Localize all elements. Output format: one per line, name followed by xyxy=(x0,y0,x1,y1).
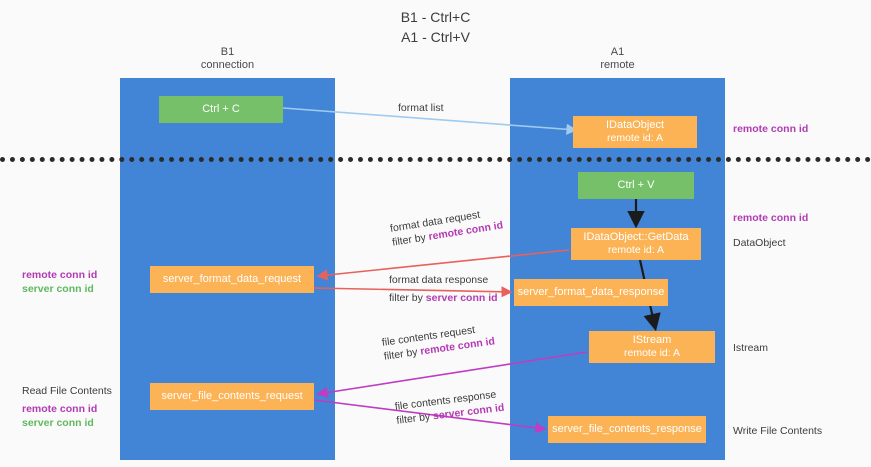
annotation-left-remote-conn-id-2: remote conn id xyxy=(22,403,98,415)
edge-label-format-data-request: format data request filter by remote con… xyxy=(389,204,504,249)
node-ctrl-v[interactable]: Ctrl + V xyxy=(578,172,694,199)
annotation-right-getdata-remote-text: remote conn id xyxy=(733,212,809,224)
column-header-a1-role: remote xyxy=(600,59,635,71)
title-line-2: A1 - Ctrl+V xyxy=(401,29,470,45)
node-ctrl-v-label: Ctrl + V xyxy=(617,179,655,191)
title-line-1: B1 - Ctrl+C xyxy=(400,9,471,25)
annotation-right-istream-text: Istream xyxy=(733,342,769,354)
edge-label-fcreq-filter-prefix: filter by xyxy=(383,345,422,363)
node-getdata-sub: remote id: A xyxy=(607,244,665,256)
node-server-file-contents-request-label: server_file_contents_request xyxy=(161,390,303,402)
annotation-right-istream: Istream xyxy=(733,341,768,355)
annotation-left-conn-ids-2: remote conn id server conn id xyxy=(22,402,97,430)
annotation-left-server-conn-id-1: server conn id xyxy=(22,283,94,295)
node-server-format-data-request[interactable]: server_format_data_request xyxy=(150,266,314,293)
annotation-right-top-remote-text: remote conn id xyxy=(733,123,809,135)
node-ctrl-c[interactable]: Ctrl + C xyxy=(159,96,283,123)
annotation-left-conn-ids-1: remote conn id server conn id xyxy=(22,268,97,296)
node-idataobject[interactable]: IDataObject remote id: A xyxy=(573,116,697,148)
column-header-a1: A1 remote xyxy=(510,46,725,72)
node-idataobject-getdata[interactable]: IDataObject::GetData remote id: A xyxy=(571,228,701,260)
edge-label-format-data-response-text: format data response xyxy=(389,274,489,286)
edge-label-fdres-filter-key: server conn id xyxy=(425,292,498,304)
node-server-file-contents-response[interactable]: server_file_contents_response xyxy=(548,416,706,443)
edge-label-format-list: format list xyxy=(398,101,444,115)
column-header-b1: B1 connection xyxy=(120,46,335,72)
annotation-right-write-file: Write File Contents xyxy=(733,424,822,438)
annotation-right-write-file-text: Write File Contents xyxy=(733,425,823,437)
node-istream-label: IStream xyxy=(632,334,672,346)
annotation-left-server-conn-id-2: server conn id xyxy=(22,417,94,429)
annotation-left-read-file: Read File Contents xyxy=(22,384,112,398)
annotation-right-getdata-remote: remote conn id xyxy=(733,211,808,225)
annotation-left-remote-conn-id-1: remote conn id xyxy=(22,269,98,281)
edge-label-fcres-filter-prefix: filter by xyxy=(395,410,434,427)
node-server-file-contents-request[interactable]: server_file_contents_request xyxy=(150,383,314,410)
annotation-left-read-file-text: Read File Contents xyxy=(22,385,112,397)
node-istream[interactable]: IStream remote id: A xyxy=(589,331,715,363)
annotation-right-dataobject-text: DataObject xyxy=(733,237,786,249)
node-server-format-data-response[interactable]: server_format_data_response xyxy=(514,279,668,306)
section-divider xyxy=(0,157,871,162)
node-ctrl-c-label: Ctrl + C xyxy=(202,103,240,115)
edge-label-fdres-filter-prefix: filter by xyxy=(389,292,426,304)
edge-label-format-list-text: format list xyxy=(398,102,444,114)
column-header-a1-name: A1 xyxy=(610,46,625,58)
node-server-file-contents-response-label: server_file_contents_response xyxy=(552,423,702,435)
annotation-right-dataobject: DataObject xyxy=(733,236,786,250)
diagram-title: B1 - Ctrl+C A1 - Ctrl+V xyxy=(0,7,871,47)
annotation-right-top-remote: remote conn id xyxy=(733,122,808,136)
node-istream-sub: remote id: A xyxy=(623,347,681,359)
node-idataobject-sub: remote id: A xyxy=(606,132,664,144)
node-server-format-data-response-label: server_format_data_response xyxy=(517,286,665,298)
column-header-b1-name: B1 xyxy=(220,46,235,58)
edge-label-file-contents-response: file contents response filter by server … xyxy=(394,387,505,428)
node-getdata-label: IDataObject::GetData xyxy=(583,231,689,243)
node-server-format-data-request-label: server_format_data_request xyxy=(162,273,302,285)
edge-label-format-data-response: format data response filter by server co… xyxy=(389,273,498,305)
edge-label-file-contents-request: file contents request filter by remote c… xyxy=(381,320,496,363)
column-header-b1-role: connection xyxy=(200,59,255,71)
node-idataobject-label: IDataObject xyxy=(605,119,665,131)
